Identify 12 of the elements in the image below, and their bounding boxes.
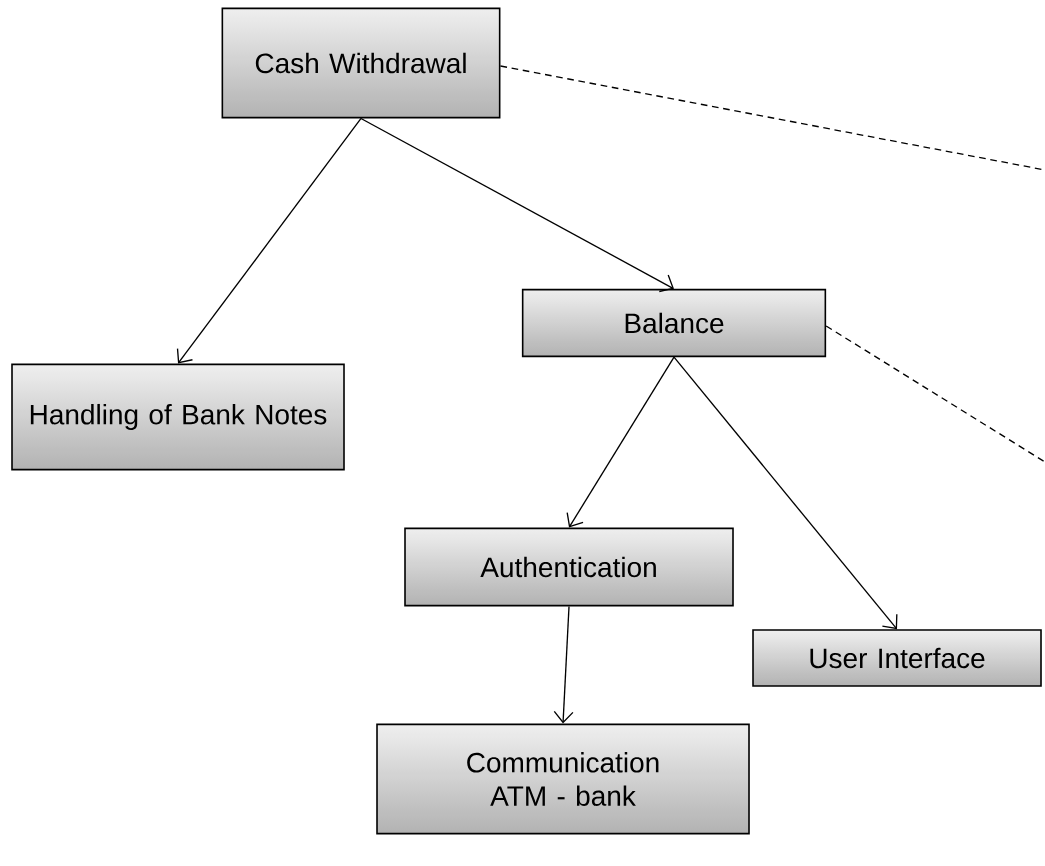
process-box: Handling of Bank Notes <box>11 363 345 471</box>
arrow <box>566 356 675 528</box>
arrow <box>176 117 362 364</box>
arrow <box>360 117 674 293</box>
process-box: User Interface <box>752 629 1042 687</box>
arrow <box>673 356 898 630</box>
process-box: Balance <box>521 288 827 358</box>
process-box: Cash Withdrawal <box>221 7 501 119</box>
process-box: Communication ATM - bank <box>376 723 750 835</box>
arrow <box>553 605 574 724</box>
process-box: Authentication <box>404 527 734 607</box>
dashed-line <box>825 325 1045 463</box>
